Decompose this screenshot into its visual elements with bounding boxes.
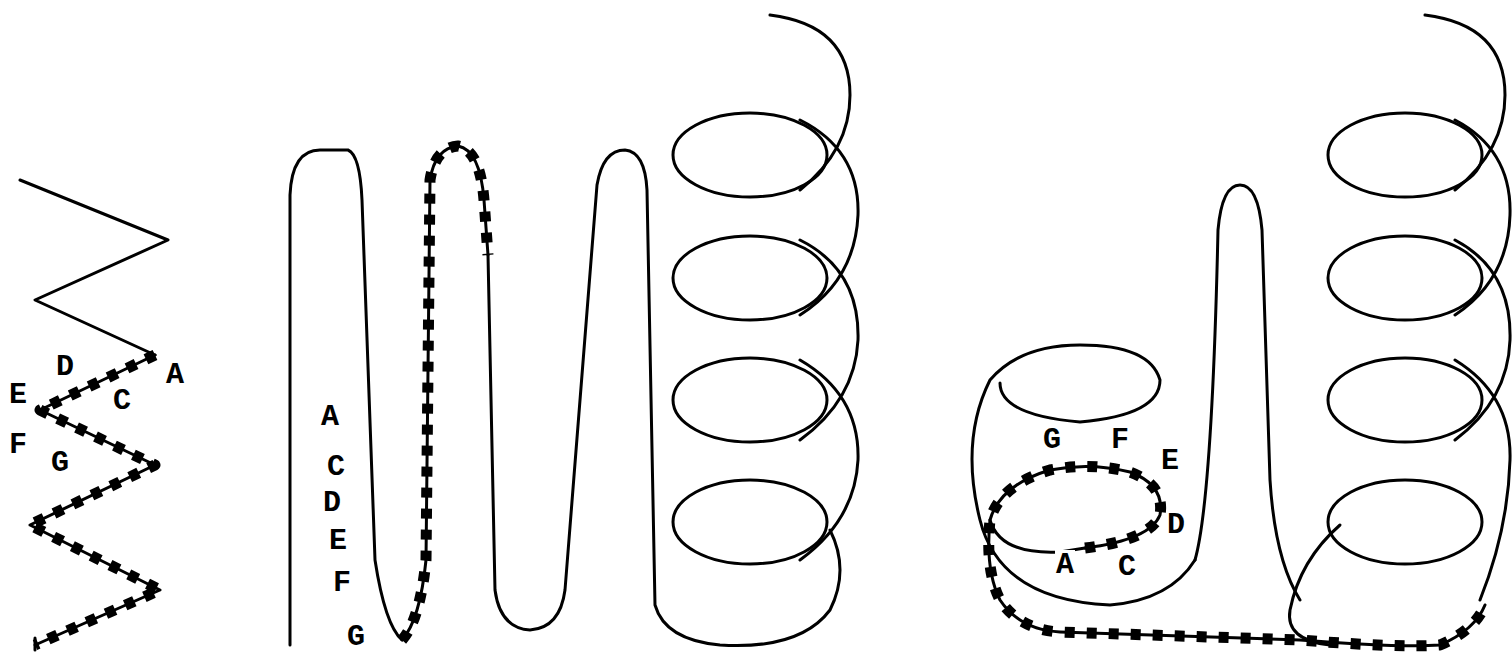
helix-turn	[1328, 480, 1482, 564]
residue-label: G	[50, 448, 70, 478]
dotted-strand-marks	[989, 466, 1485, 645]
dotted-strand	[30, 355, 160, 645]
residue-label: G	[1042, 425, 1062, 455]
helix-turn	[1328, 358, 1482, 442]
solid-strand	[972, 345, 1195, 605]
dotted-strand-marks	[30, 355, 160, 645]
helix-back	[1425, 15, 1510, 600]
residue-label: F	[1110, 425, 1130, 455]
helix-back	[770, 15, 858, 560]
residue-label: D	[1166, 510, 1186, 540]
residue-label: D	[322, 488, 342, 518]
residue-label: C	[1117, 552, 1137, 582]
dotted-strand	[402, 146, 488, 640]
helix-turn	[1328, 236, 1482, 320]
strand-end	[34, 638, 37, 650]
dotted-strand-marks	[402, 146, 488, 640]
helix-turn	[673, 358, 827, 442]
residue-label: E	[8, 380, 28, 410]
solid-strand	[990, 520, 1085, 552]
solid-strand	[488, 150, 840, 646]
solid-strand	[1290, 525, 1341, 645]
solid-strand	[290, 150, 402, 645]
solid-strand	[1195, 185, 1300, 600]
solid-strand	[989, 466, 1485, 645]
helix-turn	[673, 113, 827, 197]
helix-turn	[673, 236, 827, 320]
residue-label: D	[55, 352, 75, 382]
residue-label: A	[165, 360, 185, 390]
residue-label: E	[1160, 446, 1180, 476]
residue-label: A	[1055, 550, 1075, 580]
solid-strand	[20, 180, 168, 355]
helix-turn	[1328, 113, 1482, 197]
residue-label: E	[328, 526, 348, 556]
residue-label: F	[8, 430, 28, 460]
helix-turn	[673, 480, 827, 564]
residue-label: C	[112, 386, 132, 416]
residue-label: C	[326, 452, 346, 482]
residue-label: A	[320, 402, 340, 432]
residue-label: F	[332, 568, 352, 598]
residue-label: G	[346, 622, 366, 652]
